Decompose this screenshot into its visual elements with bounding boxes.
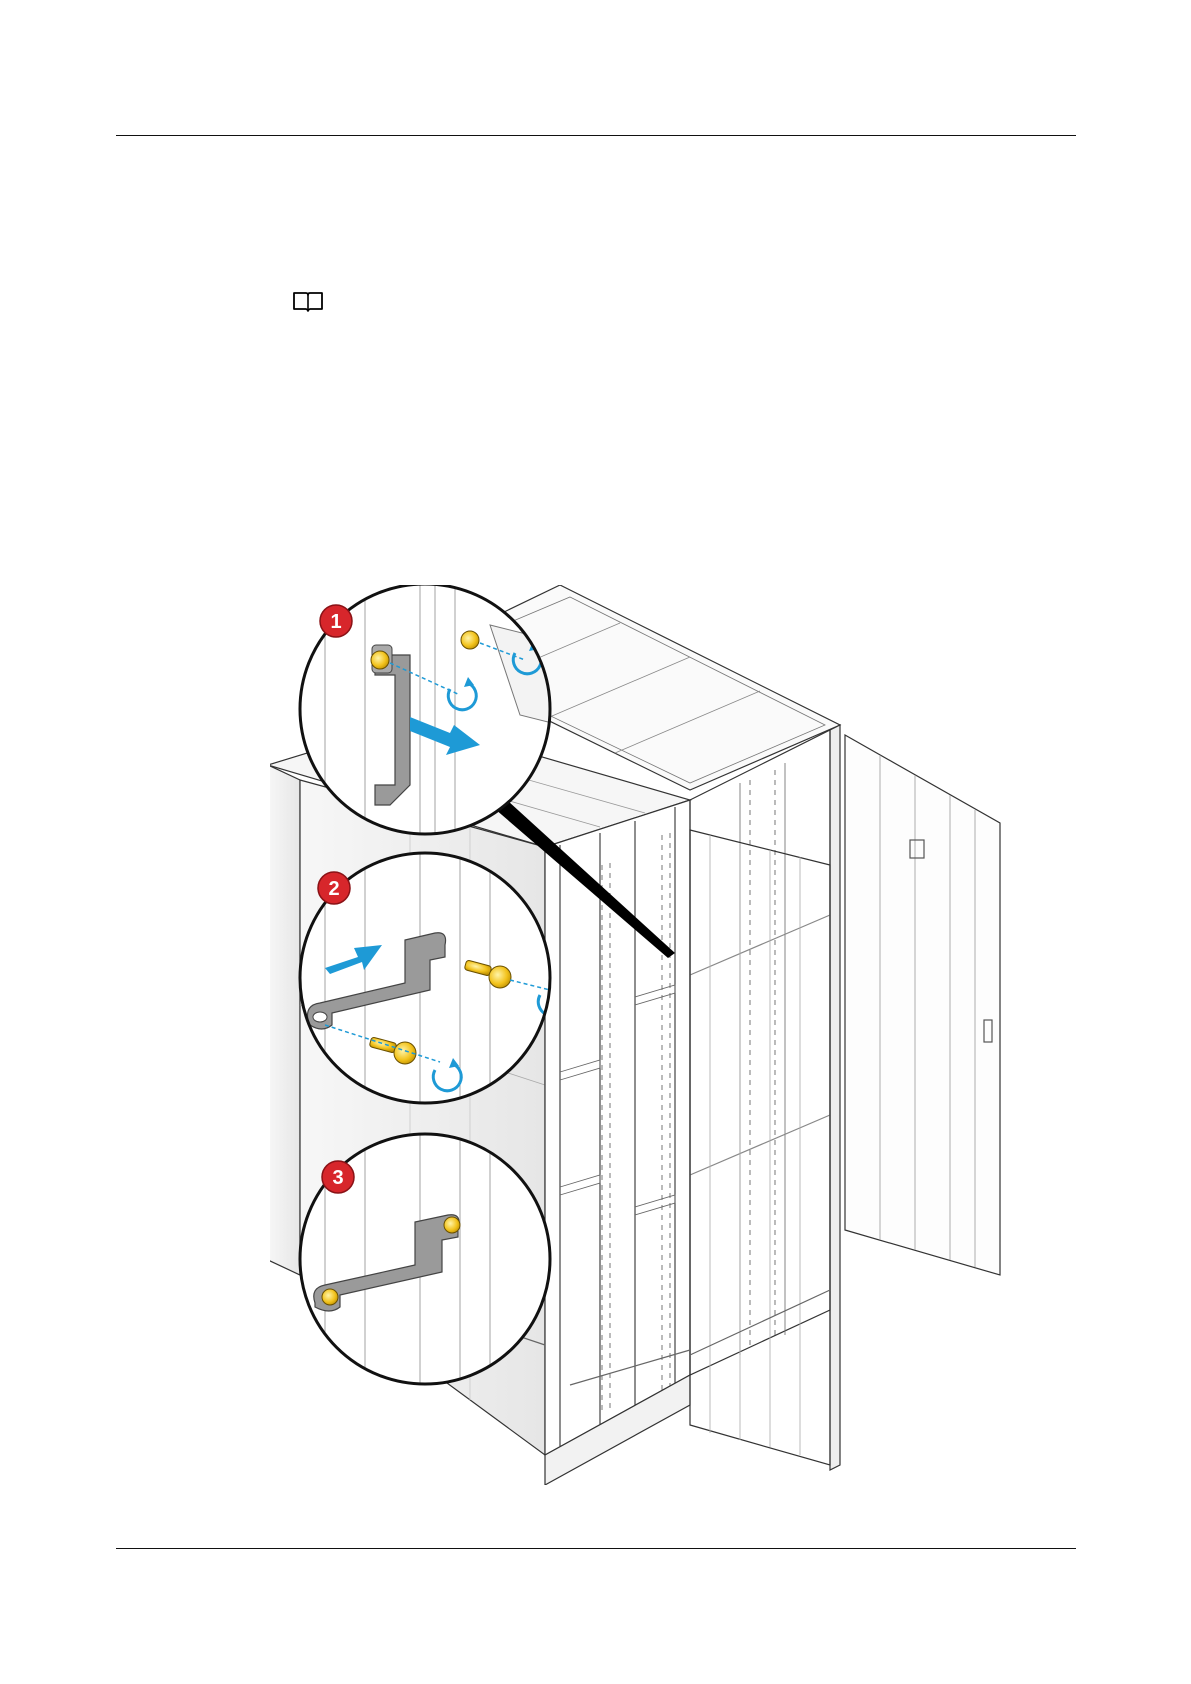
- header-rule: [116, 135, 1076, 136]
- footer-rule: [116, 1548, 1076, 1549]
- callout-badge-1: 1: [320, 605, 352, 637]
- callout-number-3: 3: [332, 1167, 343, 1189]
- callout-number-2: 2: [328, 878, 339, 900]
- cabinet-installation-figure: 1 2 3: [270, 585, 1080, 1485]
- note-book-icon: [292, 290, 324, 312]
- callout-number-1: 1: [330, 611, 341, 633]
- callout-badge-2: 2: [318, 872, 350, 904]
- callout-badge-3: 3: [322, 1161, 354, 1193]
